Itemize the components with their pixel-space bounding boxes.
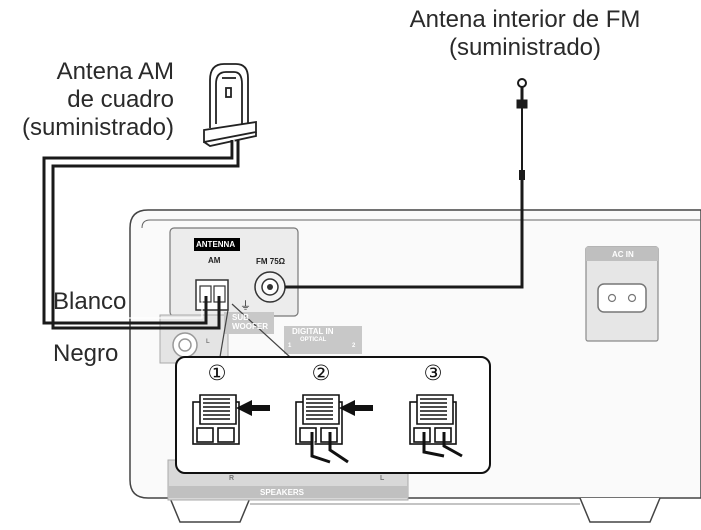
step-2-terminal [295, 394, 373, 464]
fm-terminal-label: FM 75Ω [256, 257, 285, 266]
ac-in-label: AC IN [612, 250, 634, 259]
foot-right [579, 497, 661, 523]
fm-75-label: FM 75 [256, 257, 279, 266]
ac-in-socket [585, 246, 659, 342]
step-1-terminal [192, 394, 270, 445]
step-1-number: ① [206, 362, 228, 385]
antenna-badge-text: ANTENNA [196, 240, 236, 249]
step-3-terminal [409, 394, 463, 458]
optical-label: OPTICAL [300, 337, 327, 343]
am-terminal-label: AM [208, 256, 221, 265]
fm-indoor-antenna [285, 78, 528, 289]
woofer-label: WOOFER [232, 322, 268, 331]
antenna-terminal-block [169, 227, 299, 317]
zoom-line-right [231, 303, 291, 358]
optical-2-label: 2 [352, 343, 356, 349]
foot-left [169, 497, 251, 523]
am-antenna-label-line1: Antena AM [56, 58, 174, 85]
zoom-line-left [219, 309, 229, 358]
fm-antenna-label-line2: (suministrado) [448, 34, 602, 61]
fm-antenna-label: Antena interior de FM (suministrado) [396, 6, 654, 62]
am-antenna-label-line2: de cuadro [67, 86, 174, 113]
step-2-number: ② [310, 362, 332, 385]
ohm-symbol: Ω [278, 257, 286, 266]
optical-1-label: 1 [288, 343, 292, 349]
antenna-badge [194, 238, 240, 251]
digital-in-label: DIGITAL IN [292, 327, 334, 336]
white-wire-label: Blanco [53, 288, 127, 315]
ground-symbol: ⏚ [240, 300, 251, 312]
am-antenna-cable [42, 140, 240, 330]
speaker-r-label: R [229, 475, 235, 482]
am-loop-antenna [203, 63, 257, 147]
am-antenna-label-line3: (suministrado) [21, 114, 174, 141]
speaker-l-label: L [380, 475, 385, 482]
black-wire-label: Negro [53, 340, 119, 367]
am-loop-antenna-label: Antena AM de cuadro (suministrado) [22, 58, 174, 142]
sub-label: SUB [232, 313, 249, 322]
analog-l-label: L [206, 339, 210, 345]
fm-antenna-label-line1: Antena interior de FM [409, 6, 641, 33]
step-3-number: ③ [422, 362, 444, 385]
speakers-label: SPEAKERS [260, 488, 305, 497]
